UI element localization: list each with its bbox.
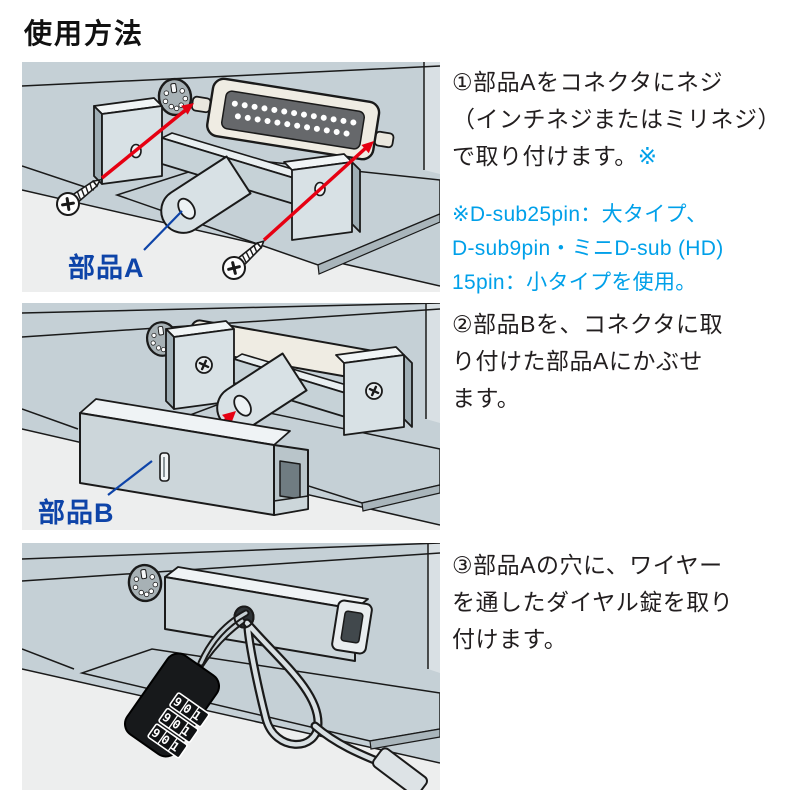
part-b-cover-installed — [164, 566, 373, 662]
case-side-band — [424, 62, 440, 174]
step-3-text: ③部品Aの穴に、ワイヤー を通したダイヤル錠を取り 付けます。 — [452, 547, 797, 658]
step-2-line: ②部品Bを、コネクタに取 — [452, 311, 724, 337]
step-1-line: で取り付けます。※ — [452, 138, 797, 175]
case-edge-line-2 — [22, 308, 440, 338]
case-corner-line — [22, 648, 75, 670]
case-side-band — [428, 543, 440, 673]
step-2-illustration — [22, 303, 440, 530]
part-b-label: 部品B — [38, 498, 115, 528]
step-1-text: ①部品Aをコネクタにネジ （インチネジまたはミリネジ） で取り付けます。※ — [452, 64, 797, 175]
bracket-screw-head-right — [365, 382, 383, 400]
connector-size-note: ※D-sub25pin：大タイプ、 D-sub9pin・ミニD-sub (HD)… — [452, 198, 797, 300]
pin-holes — [231, 100, 357, 137]
note-line: 15pin：小タイプを使用。 — [452, 271, 697, 294]
part-a-bracket — [93, 97, 361, 241]
case-corner-line — [22, 408, 79, 430]
page-title: 使用方法 — [24, 18, 145, 49]
step-3-figure: 901 901 901 — [22, 543, 440, 790]
red-assembly-arrow-left — [100, 103, 194, 180]
step-3-illustration: 901 901 901 — [22, 543, 440, 790]
step-2-figure: 部品B — [22, 303, 440, 530]
case-edge-line — [22, 543, 440, 560]
step-1-line-text: で取り付けます。 — [452, 143, 638, 169]
case-edge-line — [22, 65, 440, 87]
step-1-figure: 部品A — [22, 62, 440, 292]
phillips-screw-left — [56, 178, 102, 216]
ps2-port-icon — [127, 563, 163, 603]
step-3-line: 付けます。 — [452, 626, 568, 652]
note-line: ※D-sub25pin：大タイプ、 — [452, 203, 708, 226]
case-side-band — [426, 303, 440, 423]
part-a-label: 部品A — [68, 253, 145, 283]
part-a-leader-line — [143, 210, 183, 251]
case-edge-line — [22, 303, 440, 314]
note-line: D-sub9pin・ミニD-sub (HD) — [452, 237, 724, 260]
step-2-line: ます。 — [452, 385, 521, 411]
step-3-line: を通したダイヤル錠を取り — [452, 589, 734, 615]
part-b-cover — [79, 398, 309, 516]
d-sub-25pin-connector — [190, 77, 395, 161]
wire-cable-end — [372, 747, 428, 790]
channel-hollow — [279, 460, 301, 500]
phillips-screw-right — [222, 240, 266, 280]
step-2-text: ②部品Bを、コネクタに取 り付けた部品Aにかぶせ ます。 — [452, 306, 797, 417]
part-a-bracket-attached — [165, 320, 413, 436]
cover-open-end — [331, 599, 373, 655]
step-2-line: り付けた部品Aにかぶせ — [452, 348, 703, 374]
note-reference-mark: ※ — [637, 143, 658, 169]
part-b-leader-line — [107, 460, 153, 496]
bracket-screw-head-left — [195, 356, 213, 374]
step-3-line: ③部品Aの穴に、ワイヤー — [452, 552, 723, 578]
step-1-line: （インチネジまたはミリネジ） — [452, 106, 781, 132]
step-1-illustration — [22, 62, 440, 292]
case-corner-line — [22, 165, 95, 191]
red-assembly-arrow-right — [262, 141, 374, 242]
case-edge-line-2 — [22, 552, 440, 582]
step-1-line: ①部品Aをコネクタにネジ — [452, 69, 724, 95]
desk-surface — [22, 669, 440, 790]
combination-dial-lock: 901 901 901 — [123, 652, 221, 759]
lock-tab-hole — [233, 394, 252, 417]
